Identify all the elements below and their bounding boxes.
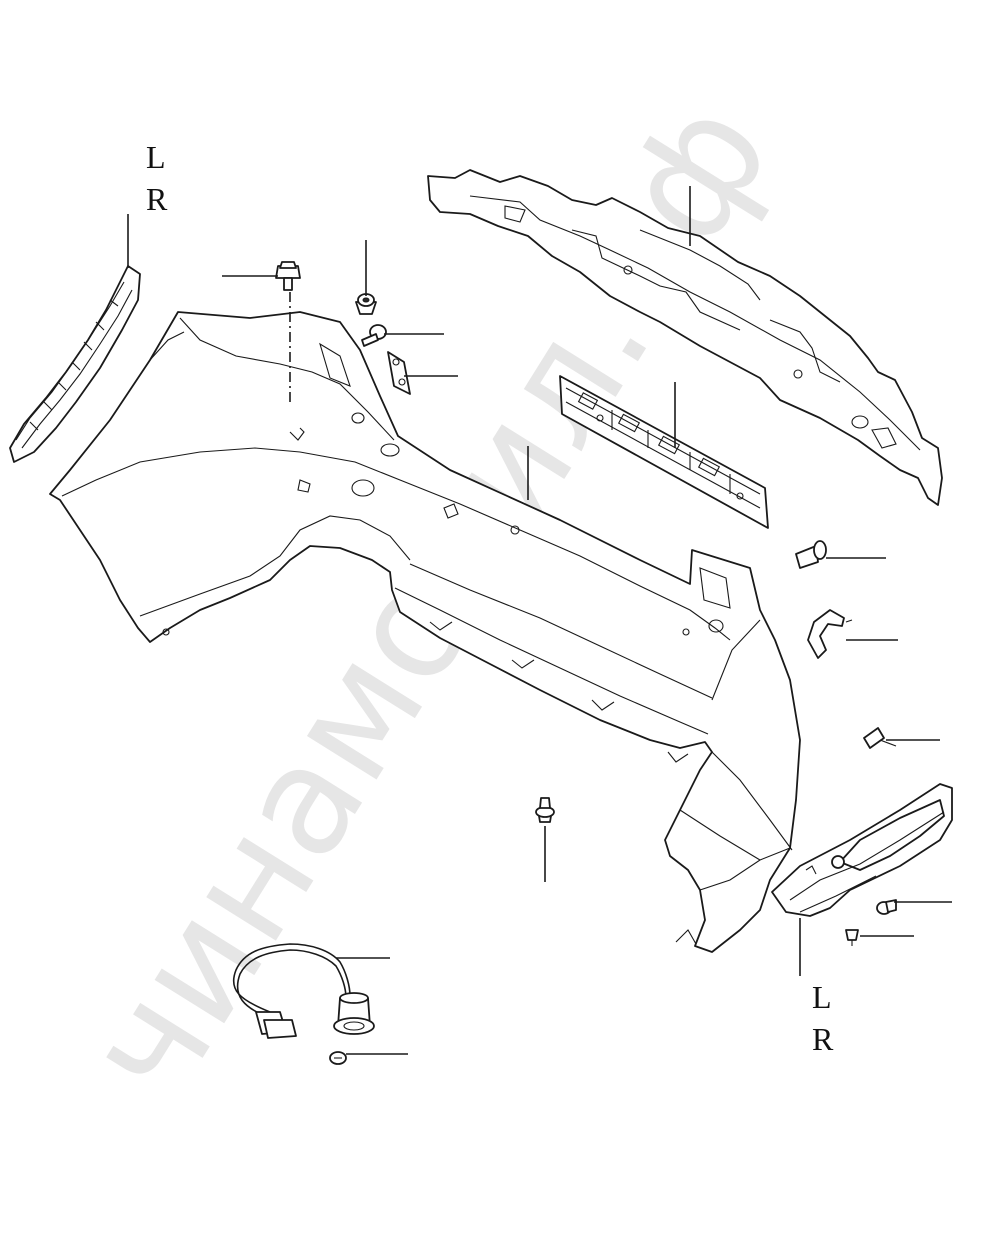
rear-bumper-cover [49,311,801,953]
parking-sensor [333,992,375,1035]
energy-absorber [427,169,943,506]
bolt [795,540,827,569]
sensor-ring [807,609,853,659]
retainer-plate [387,351,411,395]
bulb [876,899,897,915]
clip-nut [275,261,301,291]
push-rivet [535,797,555,823]
push-clip [355,293,377,315]
tapping-screw [329,1051,347,1065]
label-right-top: L [812,979,832,1015]
label-left-bottom: R [146,181,168,217]
bolt-small [863,727,897,749]
label-left-top: L [146,139,166,175]
reflector-lamp [771,783,953,917]
label-right-bottom: R [812,1021,834,1057]
leader-lines [127,186,952,1055]
screw-washer [361,324,387,347]
screw [845,929,859,946]
license-plate-bracket [559,375,769,529]
parking-sensor-harness [232,943,351,1039]
side-bracket [9,265,141,463]
